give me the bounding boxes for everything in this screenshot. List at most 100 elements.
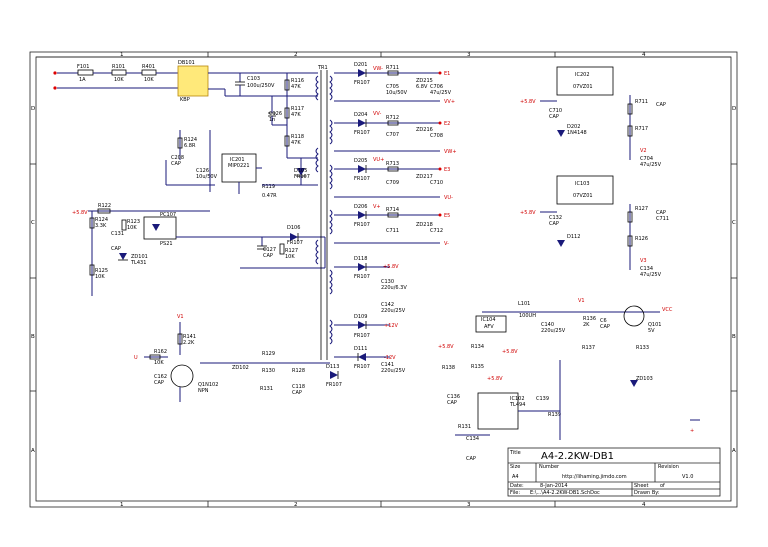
fuse [77,69,94,76]
svg-text:C711: C711 [386,228,399,234]
svg-text:TR1: TR1 [317,65,328,71]
svg-text:2.2K: 2.2K [183,340,195,346]
svg-text:C711: C711 [656,216,669,222]
svg-text:D204: D204 [354,112,367,118]
svg-text:E2: E2 [444,121,450,127]
svg-text:V3: V3 [640,258,647,264]
svg-text:E1: E1 [444,71,450,77]
svg-text:DB101: DB101 [178,60,195,66]
optocoupler [143,216,177,240]
col-label-top: 1 [120,52,124,58]
secondary-outputs: D201 FR107 VW- R711 C705 10u/50V ZD215 6… [334,62,457,374]
svg-text:V2: V2 [640,148,647,154]
svg-text:5V: 5V [648,328,655,334]
drawing-url: http://lihaming.jimdo.com [562,474,627,480]
svg-text:V1: V1 [578,298,585,304]
col-label-top: 4 [642,52,646,58]
svg-text:CAP: CAP [656,102,666,108]
svg-text:C712: C712 [430,228,443,234]
svg-text:MIP0221: MIP0221 [228,163,250,169]
svg-text:C134: C134 [640,266,653,272]
col-label-bottom: 2 [294,502,298,508]
svg-text:ZD103: ZD103 [636,376,653,382]
svg-text:FR107: FR107 [354,274,370,280]
svg-text:FR107: FR107 [354,364,370,370]
svg-text:D111: D111 [354,346,367,352]
svg-text:R126: R126 [635,236,648,242]
svg-text:R128: R128 [292,368,305,374]
svg-text:D105: D105 [294,168,307,174]
svg-text:CAP: CAP [600,324,610,330]
svg-text:R134: R134 [471,344,484,350]
svg-text:Date:: Date: [510,483,524,489]
svg-text:CAP: CAP [292,390,302,396]
svg-text:IC104: IC104 [481,317,496,323]
svg-text:Size: Size [510,464,520,470]
svg-text:R712: R712 [386,115,399,121]
svg-text:FR107: FR107 [354,176,370,182]
svg-text:+5.8V: +5.8V [438,344,454,350]
svg-text:10u/50V: 10u/50V [196,174,218,180]
svg-text:CAP: CAP [154,380,164,386]
svg-text:6.8V: 6.8V [416,84,428,90]
svg-text:D202: D202 [567,124,580,130]
svg-text:2K: 2K [583,322,590,328]
svg-text:47K: 47K [291,140,301,146]
svg-text:File:: File: [510,490,520,496]
row-label-right: B [732,334,736,340]
svg-text:R717: R717 [635,126,648,132]
svg-text:1N4148: 1N4148 [567,130,587,136]
svg-text:Q101: Q101 [648,322,661,328]
svg-text:C707: C707 [386,132,399,138]
svg-text:ZD102: ZD102 [232,365,249,371]
svg-text:R127: R127 [285,248,298,254]
transistor [623,305,645,327]
svg-text:V1: V1 [177,314,184,320]
svg-text:R117: R117 [291,106,304,112]
svg-text:D109: D109 [354,314,367,320]
svg-text:C131: C131 [111,231,124,237]
svg-text:L101: L101 [518,301,530,307]
svg-text:R118: R118 [291,134,304,140]
svg-text:C162: C162 [154,374,167,380]
svg-text:R141: R141 [183,334,196,340]
svg-text:Number: Number [539,464,560,470]
svg-text:FR107: FR107 [354,130,370,136]
svg-text:C208: C208 [171,155,184,161]
svg-text:10u/50V: 10u/50V [386,90,408,96]
svg-text:VW+: VW+ [444,149,457,155]
svg-text:IC103: IC103 [575,181,590,187]
svg-text:07VZ01: 07VZ01 [573,84,593,90]
svg-text:+5.8V: +5.8V [502,349,518,355]
svg-text:D201: D201 [354,62,367,68]
svg-text:R129: R129 [262,351,275,357]
svg-text:R124: R124 [184,137,197,143]
svg-text:CAP: CAP [111,246,121,252]
svg-text:100UH: 100UH [519,313,536,319]
svg-text:D206: D206 [354,204,367,210]
diode-symbol [297,168,305,176]
svg-text:VV-: VV- [373,111,382,117]
svg-text:FR107: FR107 [354,80,370,86]
svg-text:R714: R714 [386,207,399,213]
svg-text:R162: R162 [154,349,167,355]
svg-text:R711: R711 [386,65,399,71]
row-label-left: D [31,106,35,112]
svg-text:10K: 10K [154,360,164,366]
svg-text:R131: R131 [260,386,273,392]
svg-text:+5.8V: +5.8V [487,376,503,382]
svg-text:10K: 10K [95,274,105,280]
svg-text:100u/250V: 100u/250V [247,83,275,89]
svg-text:+5.8V: +5.8V [383,264,399,270]
resistor [111,69,127,76]
svg-text:C141: C141 [381,362,394,368]
col-label-bottom: 1 [120,502,124,508]
svg-text:C710: C710 [549,108,562,114]
svg-text:KBP: KBP [180,97,190,103]
svg-text:U: U [134,355,138,361]
svg-text:CAP: CAP [549,221,559,227]
control-section: R124 6.8R C208 CAP C126 10u/50V IC201 MI… [72,130,326,296]
regulator-ic [556,175,614,205]
ac-input-terminal [53,71,57,75]
